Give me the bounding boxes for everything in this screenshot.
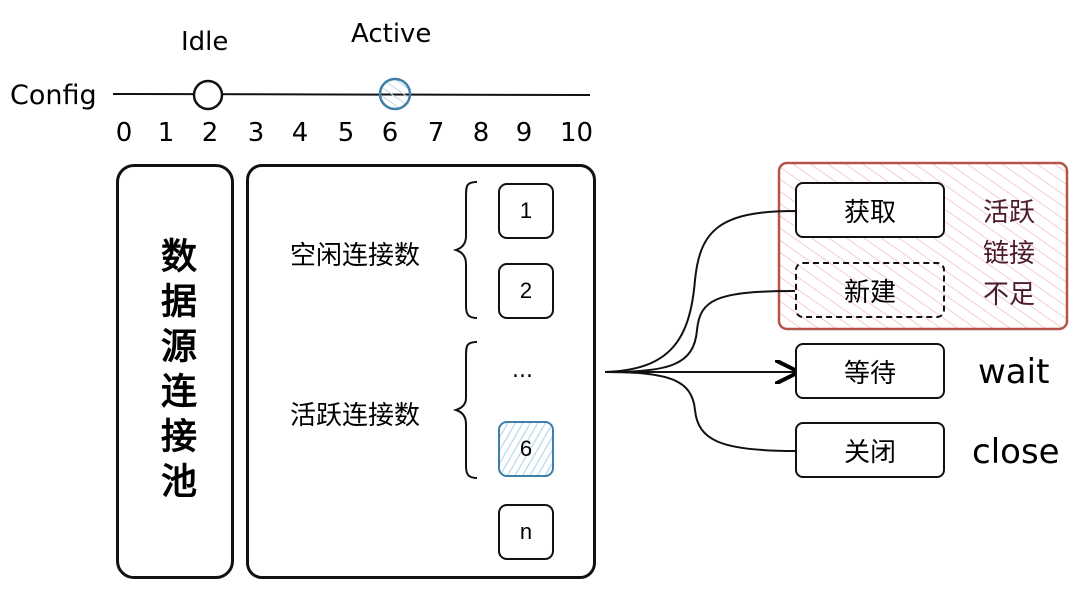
wait-annotation: wait [978,352,1050,392]
tick-label: 0 [115,118,133,148]
tick-label: 9 [515,118,533,148]
tick-label: 4 [291,118,309,148]
connection-n[interactable]: n [498,504,554,560]
timeline-axis-label: Config [10,80,97,111]
tick-label: 6 [381,118,399,148]
idle-marker-label: Idle [181,27,229,57]
connection-2[interactable]: 2 [498,263,554,319]
idle-brace [452,181,478,319]
pool-connections-box [246,164,596,579]
tick-label: 3 [247,118,265,148]
connection-1[interactable]: 1 [498,183,554,239]
insufficient-note-line: 链接 [983,239,1036,269]
idle-connections-label: 空闲连接数 [290,241,421,271]
connection-6-active[interactable]: 6 [498,421,554,477]
timeline-axis [112,93,591,96]
pool-title: 数据源连接池 [155,236,196,507]
active-marker-label: Active [351,19,432,49]
acquire-button[interactable]: 获取 [795,182,945,238]
tick-label: 7 [427,118,445,148]
tick-label: 5 [337,118,355,148]
close-annotation: close [972,432,1060,472]
tick-label: 2 [201,118,219,148]
operation-connectors [604,210,795,452]
pool-title-box: 数据源连接池 [116,164,234,579]
insufficient-note-line: 不足 [983,280,1036,310]
idle-marker [192,79,224,111]
insufficient-note: 活跃 链接 不足 [983,193,1035,316]
tick-label: 1 [157,118,175,148]
active-marker [378,77,412,111]
tick-label: 10 [560,118,594,148]
tick-label: 8 [472,118,490,148]
create-button[interactable]: 新建 [795,262,945,318]
close-button[interactable]: 关闭 [795,422,945,478]
wait-button[interactable]: 等待 [795,343,945,399]
active-connections-label: 活跃连接数 [290,401,421,431]
active-brace [452,341,478,479]
connection-ellipsis: ... [512,358,533,383]
insufficient-note-line: 活跃 [983,198,1036,228]
